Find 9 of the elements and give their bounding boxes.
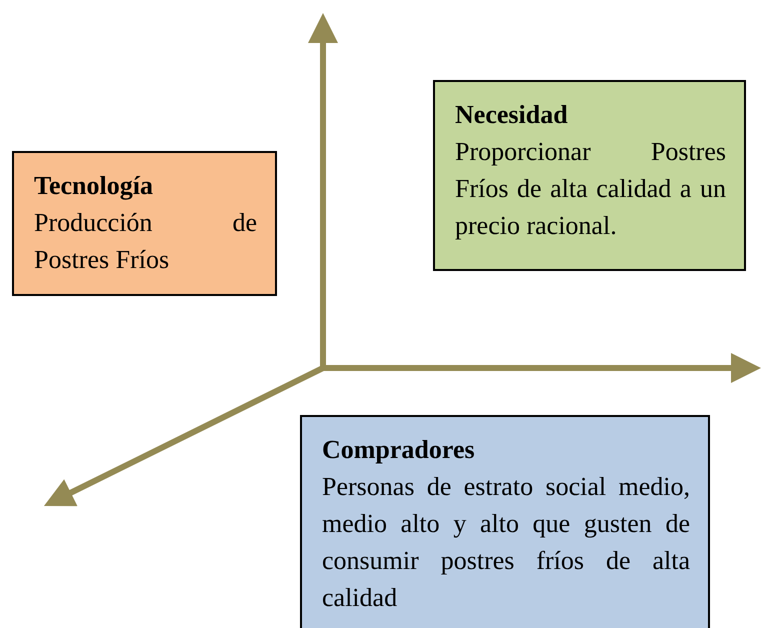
box-description: Producción de Postres Fríos [34,207,257,276]
text-box [12,151,277,296]
text-box [300,415,710,628]
box-heading: Compradores [322,434,476,466]
box-description: Personas de estrato social medio, medio alto y alto que gusten de consumir postres fríos de alta calidad [322,471,690,614]
text-box [433,80,746,271]
box-heading: Tecnología [34,170,154,202]
box-heading: Necesidad [455,99,569,131]
box-description: Proporcionar Postres Fríos de alta calidad a un precio racional. [455,136,726,242]
